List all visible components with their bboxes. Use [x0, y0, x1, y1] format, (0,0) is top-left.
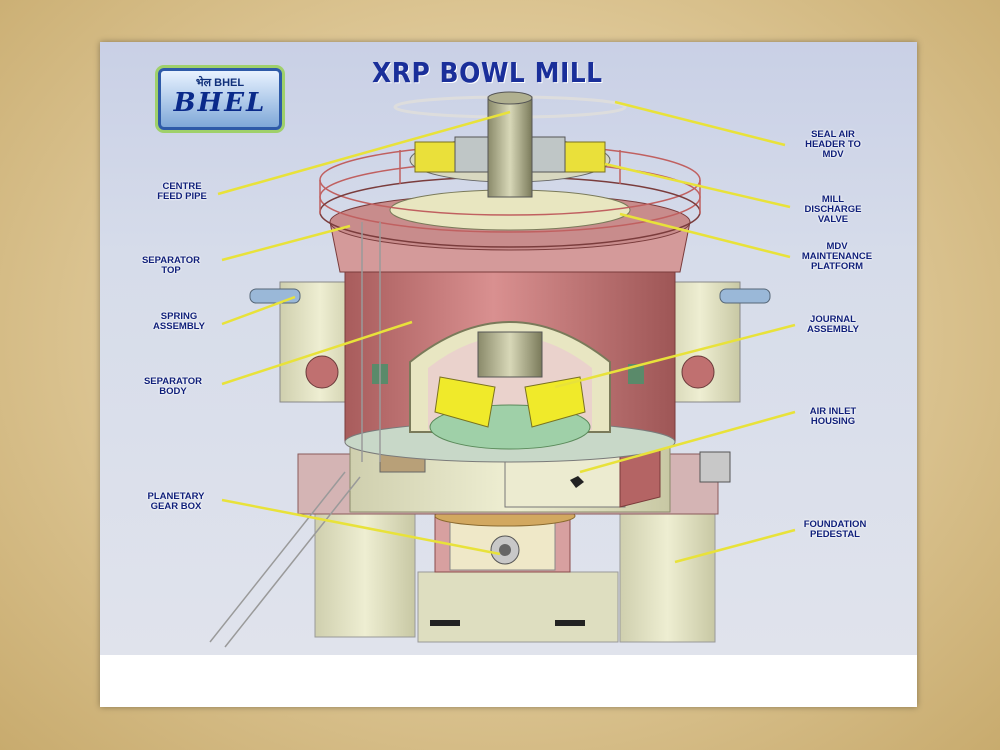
separator-top	[329, 189, 691, 273]
logo-hindi-text: भेल BHEL	[195, 77, 245, 89]
separator-body	[344, 251, 676, 463]
centre-feed-pipe	[487, 91, 533, 198]
label-spring-assembly: SPRING ASSEMBLY	[153, 311, 205, 332]
slide: भेल BHEL BHEL XRP BOWL MILL CENTRE FEED …	[100, 42, 917, 707]
label-separator-top: SEPARATOR TOP	[141, 255, 201, 276]
diagram-title: XRP BOWL MILL	[372, 56, 603, 89]
logo-main-text: BHEL	[173, 88, 267, 118]
mill-illustration	[209, 91, 796, 648]
label-centre-feed-pipe: CENTRE FEED PIPE	[157, 181, 207, 202]
label-separator-body: SEPARATOR BODY	[143, 376, 203, 397]
label-mdv-maintenance-platform: MDV MAINTENANCE PLATFORM	[801, 241, 873, 272]
access-ladder	[209, 222, 381, 648]
label-seal-air-header: SEAL AIR HEADER TO MDV	[805, 129, 861, 160]
label-journal-assembly: JOURNAL ASSEMBLY	[807, 314, 859, 335]
label-mill-discharge-valve: MILL DISCHARGE VALVE	[804, 194, 862, 225]
label-planetary-gear-box: PLANETARY GEAR BOX	[147, 491, 205, 512]
bhel-logo: भेल BHEL BHEL	[158, 68, 282, 130]
diagram-panel: भेल BHEL BHEL XRP BOWL MILL CENTRE FEED …	[100, 42, 917, 655]
planetary-gear-box	[434, 505, 576, 573]
leader-lines	[217, 100, 796, 564]
label-foundation-pedestal: FOUNDATION PEDESTAL	[803, 519, 867, 540]
slide-bottom-strip	[100, 655, 917, 707]
label-air-inlet-housing: AIR INLET HOUSING	[809, 406, 857, 427]
